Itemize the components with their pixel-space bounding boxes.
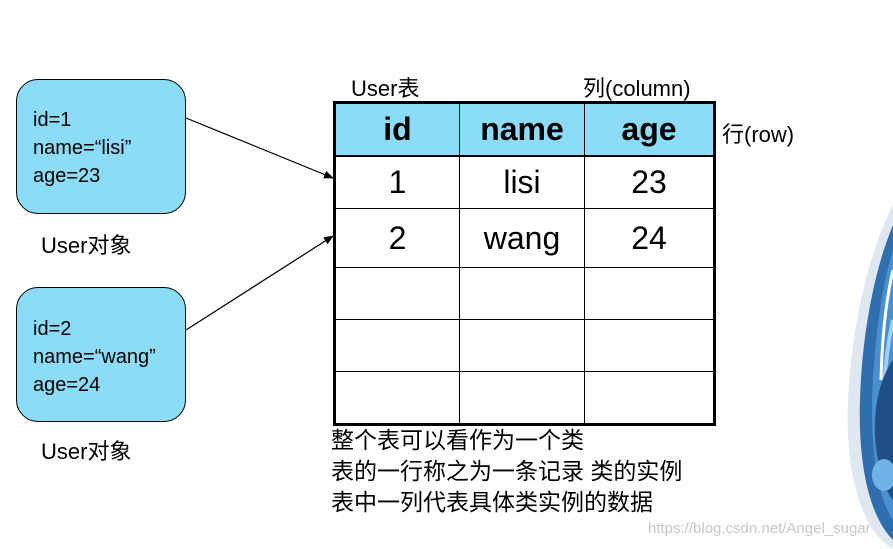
note-line: 表的一行称之为一条记录 类的实例 (331, 458, 683, 484)
user-object-box-1: id=1 name=“lisi” age=23 (16, 79, 186, 214)
arrow-object1-to-row1 (185, 117, 334, 179)
table-cell: 24 (584, 208, 715, 268)
table-title: User表 (351, 76, 420, 101)
table-cell (584, 319, 715, 372)
table-cell (459, 319, 585, 372)
table-row (334, 319, 715, 372)
arrow-object2-to-row2 (185, 235, 334, 331)
object-field-name: name=“lisi” (33, 137, 132, 159)
table-row: 2 wang 24 (334, 208, 715, 268)
watermark: https://blog.csdn.net/Angel_sugar (648, 520, 871, 537)
object-field-age: age=24 (33, 374, 101, 396)
table-cell (459, 267, 585, 320)
table-cell (584, 371, 715, 425)
header-name: name (459, 102, 585, 157)
table-cell: 2 (334, 208, 460, 268)
table-row (334, 267, 715, 320)
table-cell: lisi (459, 155, 585, 209)
row-label: 行(row) (722, 122, 795, 147)
table-cell (334, 371, 460, 425)
object-field-name: name=“wang” (33, 346, 156, 368)
note-line: 表中一列代表具体类实例的数据 (331, 489, 653, 515)
table-cell (459, 371, 585, 425)
header-age: age (584, 102, 715, 157)
notes: 整个表可以看作为一个类 表的一行称之为一条记录 类的实例 表中一列代表具体类实例… (331, 425, 682, 518)
table-cell: wang (459, 208, 585, 268)
user-object-box-2: id=2 name=“wang” age=24 (16, 287, 186, 422)
table-header-row: id name age (334, 102, 715, 157)
object-caption-2: User对象 (41, 439, 132, 464)
object-field-id: id=1 (33, 109, 72, 131)
table-cell (334, 319, 460, 372)
table-row (334, 371, 715, 425)
note-line: 整个表可以看作为一个类 (331, 427, 584, 453)
object-caption-1: User对象 (41, 233, 132, 258)
column-label: 列(column) (583, 76, 691, 101)
header-id: id (334, 102, 460, 157)
table-cell: 1 (334, 155, 460, 209)
table-cell: 23 (584, 155, 715, 209)
object-field-age: age=23 (33, 165, 101, 187)
table-cell (334, 267, 460, 320)
user-table: id name age 1 lisi 23 2 wang 24 (333, 101, 716, 426)
table-row: 1 lisi 23 (334, 155, 715, 209)
table-cell (584, 267, 715, 320)
object-field-id: id=2 (33, 318, 72, 340)
